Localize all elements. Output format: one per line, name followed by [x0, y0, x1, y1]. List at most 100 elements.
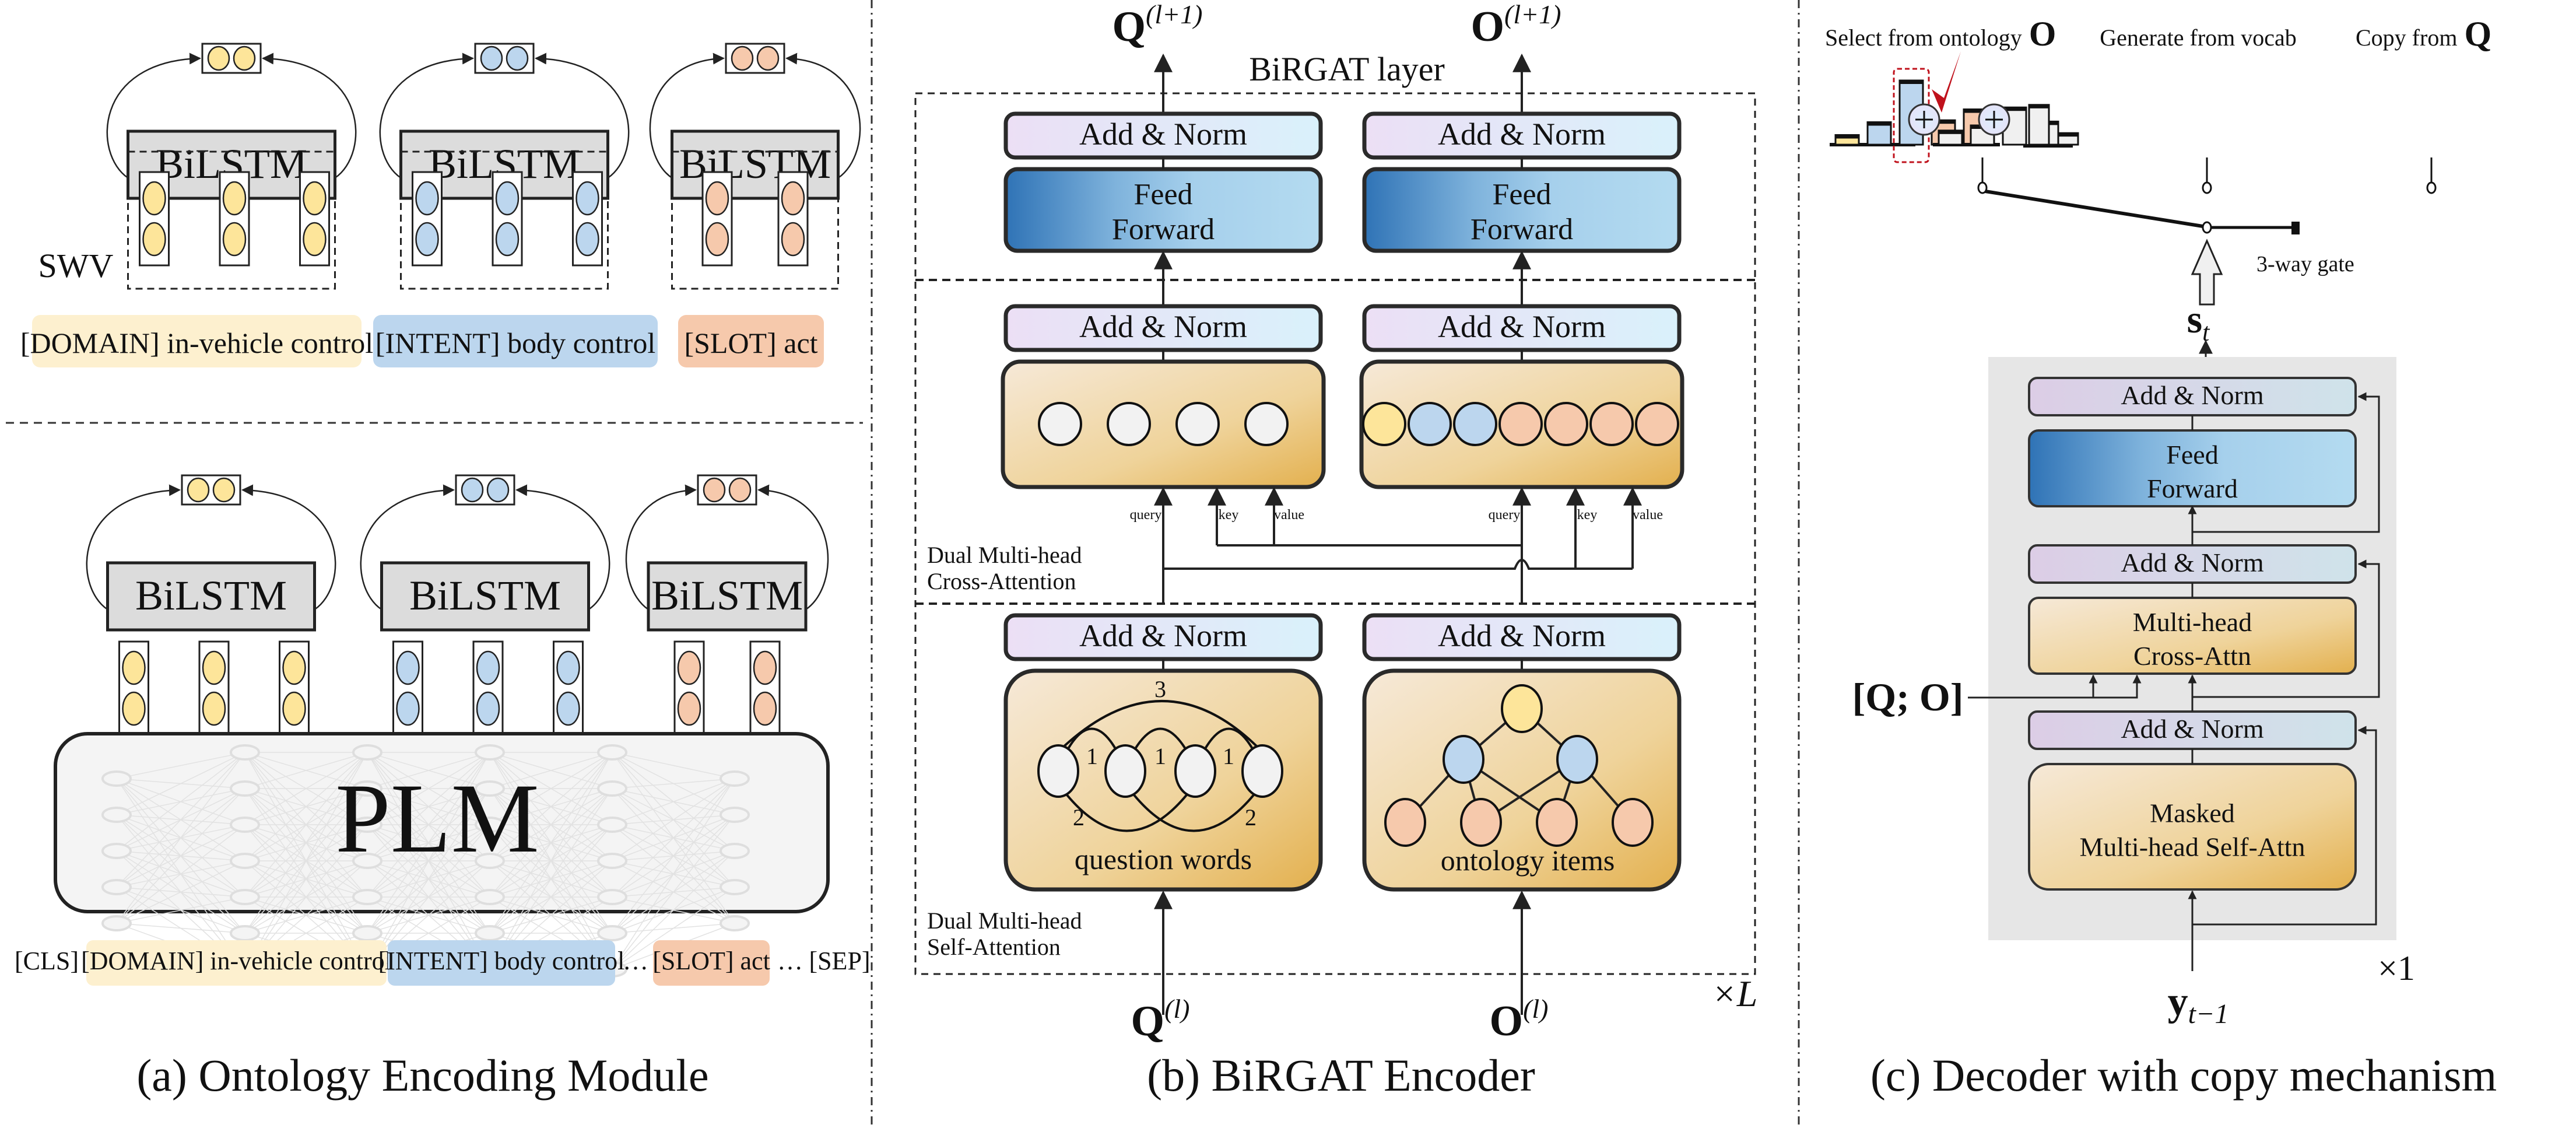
- symbol: Q: [1112, 3, 1146, 51]
- superscript: (l+1): [1146, 0, 1202, 29]
- backward-arrow: [757, 484, 829, 611]
- word-vector-cell: [753, 691, 777, 726]
- repeat-1-label: ×1: [2378, 949, 2415, 987]
- question-node: [1175, 402, 1220, 446]
- figure.panel_a.bottom-group-domain: BiLSTM: [86, 474, 336, 796]
- subscript: t−1: [2188, 999, 2229, 1029]
- ontology-intent-node: [1556, 735, 1598, 784]
- symbol-q: Q: [2464, 15, 2491, 53]
- output-vector-cell: [187, 477, 210, 503]
- word-vector-cell: [556, 650, 580, 685]
- swv-dashed-box: [400, 150, 609, 290]
- relation-edge-2: [1063, 790, 1191, 832]
- self-attention-label: Self-Attention: [927, 934, 1061, 960]
- label: Select from ontology: [1825, 24, 2022, 51]
- plm-network-edge: [489, 752, 613, 789]
- backward-arrow: [535, 52, 630, 179]
- question-node: [1244, 402, 1289, 446]
- plm-network-node: [720, 807, 750, 823]
- plm-network-node: [352, 853, 382, 869]
- repeat-l-label: ×L: [1712, 973, 1758, 1014]
- edge-label-2: 2: [1073, 804, 1085, 831]
- qkv-label: value: [1633, 507, 1663, 523]
- decoder-feed-forward-label-2: Forward: [2147, 474, 2238, 503]
- word-vector-cell: [202, 691, 226, 726]
- ontology-distribution-bar-cap: [1932, 120, 1955, 124]
- generate-from-vocab-label: Generate from vocab: [2100, 24, 2297, 51]
- token-5: …: [777, 947, 803, 975]
- word-vector-cell: [781, 222, 805, 257]
- word-vector-cell: [282, 691, 306, 726]
- bilstm-block: [380, 561, 590, 632]
- figure.panel_a.top-group-domain: BiLSTM: [106, 43, 357, 290]
- qkv-label: query: [1489, 507, 1521, 523]
- plm-network-edge: [367, 752, 490, 861]
- plm-network-node: [352, 817, 382, 833]
- plm-network-edge: [612, 778, 735, 970]
- qkv-label: query: [1130, 507, 1162, 523]
- ontology-tag-slot: [SLOT] act: [684, 327, 817, 359]
- word-vector-cell: [202, 650, 226, 685]
- memory-label: [Q; O]: [1852, 675, 1964, 719]
- plm-network-node: [101, 770, 132, 787]
- symbol-o: O: [2029, 15, 2056, 53]
- output-vector-cell: [480, 45, 503, 71]
- word-vector-cell: [415, 181, 439, 216]
- plm-network-node: [230, 853, 260, 869]
- copy-distribution-bar-cap: [2058, 133, 2078, 137]
- plm-network-edge: [244, 788, 368, 970]
- ontology-node: [1635, 402, 1679, 446]
- word-vector-cell: [122, 691, 146, 726]
- word-vector-cell: [753, 650, 777, 685]
- forward-arrow: [86, 484, 181, 611]
- check-mark-icon: [1932, 51, 1961, 113]
- memory-value-arrow: [1968, 674, 2142, 699]
- feed-forward-q-label-1: Feed: [1133, 178, 1192, 211]
- gate-lever: [1985, 190, 2203, 228]
- label: Copy from: [2356, 24, 2457, 51]
- residual-ff: [2192, 392, 2380, 533]
- caption-c: (c) Decoder with copy mechanism: [1870, 1050, 2497, 1101]
- birgat-layer-frame: [914, 92, 1756, 975]
- ontology-slot-node: [1384, 798, 1426, 847]
- plm-network-node: [101, 843, 132, 859]
- token-0: [CLS]: [15, 947, 79, 975]
- bilstm-label: BiLSTM: [651, 572, 803, 619]
- ontology-domain-node: [1501, 684, 1543, 733]
- decoder-feed-forward-label-1: Feed: [2166, 440, 2218, 470]
- word-vector-cell: [677, 650, 701, 685]
- gate-contact: [2202, 181, 2212, 194]
- plm-network-edge: [244, 752, 368, 861]
- ontology-node: [1589, 402, 1634, 446]
- plm-network-edge: [612, 778, 735, 898]
- word-vector-cell: [303, 222, 327, 257]
- plm-network-node: [475, 853, 505, 869]
- word-vector-cell: [282, 650, 306, 685]
- copy-from-q-label: Copy from Q: [2356, 15, 2491, 53]
- bilstm-label: BiLSTM: [135, 572, 287, 619]
- bilstm-block: [647, 561, 808, 632]
- feed-forward-q-label-2: Forward: [1112, 213, 1215, 246]
- plm-network-node: [475, 889, 505, 905]
- word-vector-cell: [476, 650, 500, 685]
- output-vector-cell: [731, 45, 754, 71]
- word-vector-cell: [396, 691, 420, 726]
- token-bg: [653, 940, 770, 986]
- word-vector-cell: [705, 222, 729, 257]
- plm-network-node: [597, 925, 627, 941]
- residual-self: [2192, 726, 2377, 926]
- plm-network-edge: [612, 778, 735, 789]
- plm-network-edge: [489, 752, 613, 898]
- qkv-label: key: [1219, 507, 1239, 523]
- output-vector-cell: [506, 45, 529, 71]
- plm-network-edge: [367, 752, 490, 789]
- question-word-node: [1104, 744, 1146, 798]
- plm-network-node: [230, 925, 260, 941]
- ontology-tag-bg-domain: [32, 315, 362, 367]
- word-vector-cell: [495, 181, 520, 216]
- edge-label-1: 1: [1086, 743, 1098, 769]
- relation-edge-1: [1133, 727, 1188, 752]
- ontology-node: [1453, 402, 1497, 446]
